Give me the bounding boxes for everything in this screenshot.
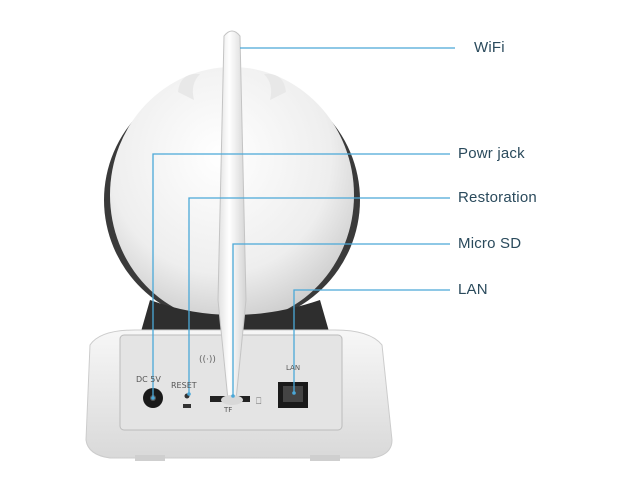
callout-lines <box>152 47 455 398</box>
callout-label-restoration: Restoration <box>458 189 537 206</box>
callout-line-power <box>152 153 450 398</box>
svg-text:⎕: ⎕ <box>256 397 262 407</box>
callout-line-restoration <box>188 197 450 394</box>
callout-dots <box>151 391 296 400</box>
callout-label-power: Powr jack <box>458 145 525 162</box>
reset-port-label: RESET <box>171 381 197 390</box>
callout-label-lan: LAN <box>458 281 488 298</box>
callout-line-lan <box>293 289 450 393</box>
callout-label-microsd: Micro SD <box>458 235 522 252</box>
svg-text:((·)): ((·)) <box>199 355 216 365</box>
dc-port-label: DC 5V <box>136 375 161 384</box>
sd-port-label: TF <box>224 406 233 414</box>
callout-line-microsd <box>232 243 450 396</box>
callout-label-wifi: WiFi <box>474 39 505 56</box>
antenna <box>217 30 247 405</box>
lan-port-label: LAN <box>286 364 301 372</box>
